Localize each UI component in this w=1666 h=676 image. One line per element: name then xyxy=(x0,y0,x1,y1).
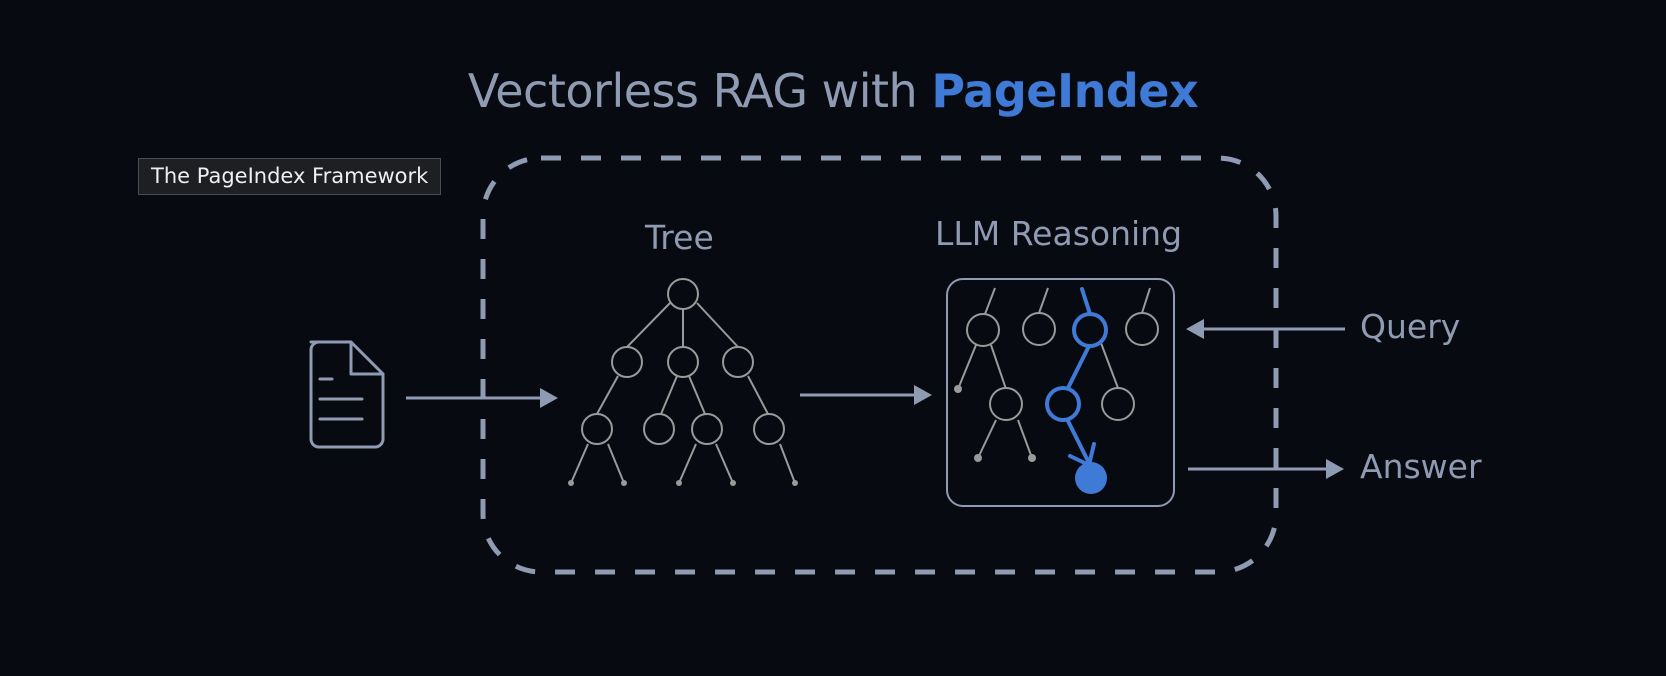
reasoning-node xyxy=(989,387,1023,421)
document-tree xyxy=(568,278,798,486)
reasoning-leaf xyxy=(954,385,962,393)
reasoning-node xyxy=(966,313,1000,347)
reasoning-path-node xyxy=(1072,312,1108,348)
reasoning-path xyxy=(1045,287,1108,494)
answer-label: Answer xyxy=(1360,447,1482,486)
tree-node xyxy=(667,346,699,378)
title-brand: PageIndex xyxy=(931,64,1199,118)
reasoning-node xyxy=(1101,387,1135,421)
tree-leaf xyxy=(730,480,736,486)
arrow-tree-to-reasoning xyxy=(800,385,932,405)
reasoning-node xyxy=(1022,312,1056,346)
tree-node xyxy=(611,346,643,378)
reasoning-node xyxy=(1125,312,1159,346)
tree-leaf xyxy=(621,480,627,486)
reasoning-path-node xyxy=(1045,386,1081,422)
reasoning-box xyxy=(946,278,1175,507)
tree-leaf xyxy=(792,480,798,486)
diagram-title: Vectorless RAG with PageIndex xyxy=(0,64,1666,118)
arrow-document-to-tree xyxy=(406,388,558,408)
document-icon xyxy=(309,340,385,449)
answer-node xyxy=(1075,462,1107,494)
tree-node xyxy=(667,278,699,310)
arrow-query-in xyxy=(1186,319,1345,339)
reasoning-leaf xyxy=(974,454,982,462)
reasoning-tree xyxy=(954,287,1159,462)
tree-node xyxy=(722,346,754,378)
framework-badge: The PageIndex Framework xyxy=(138,158,442,195)
title-prefix: Vectorless RAG with xyxy=(467,64,932,118)
tree-leaf xyxy=(676,480,682,486)
tree-label: Tree xyxy=(645,218,714,257)
tree-leaf xyxy=(568,480,574,486)
tree-node xyxy=(753,413,785,445)
tree-node xyxy=(581,413,613,445)
arrow-answer-out xyxy=(1188,459,1344,479)
tree-node xyxy=(691,413,723,445)
tree-node xyxy=(643,413,675,445)
reasoning-leaf xyxy=(1028,454,1036,462)
llm-reasoning-label: LLM Reasoning xyxy=(935,214,1183,253)
query-label: Query xyxy=(1360,307,1461,346)
framework-boundary xyxy=(480,155,1279,575)
